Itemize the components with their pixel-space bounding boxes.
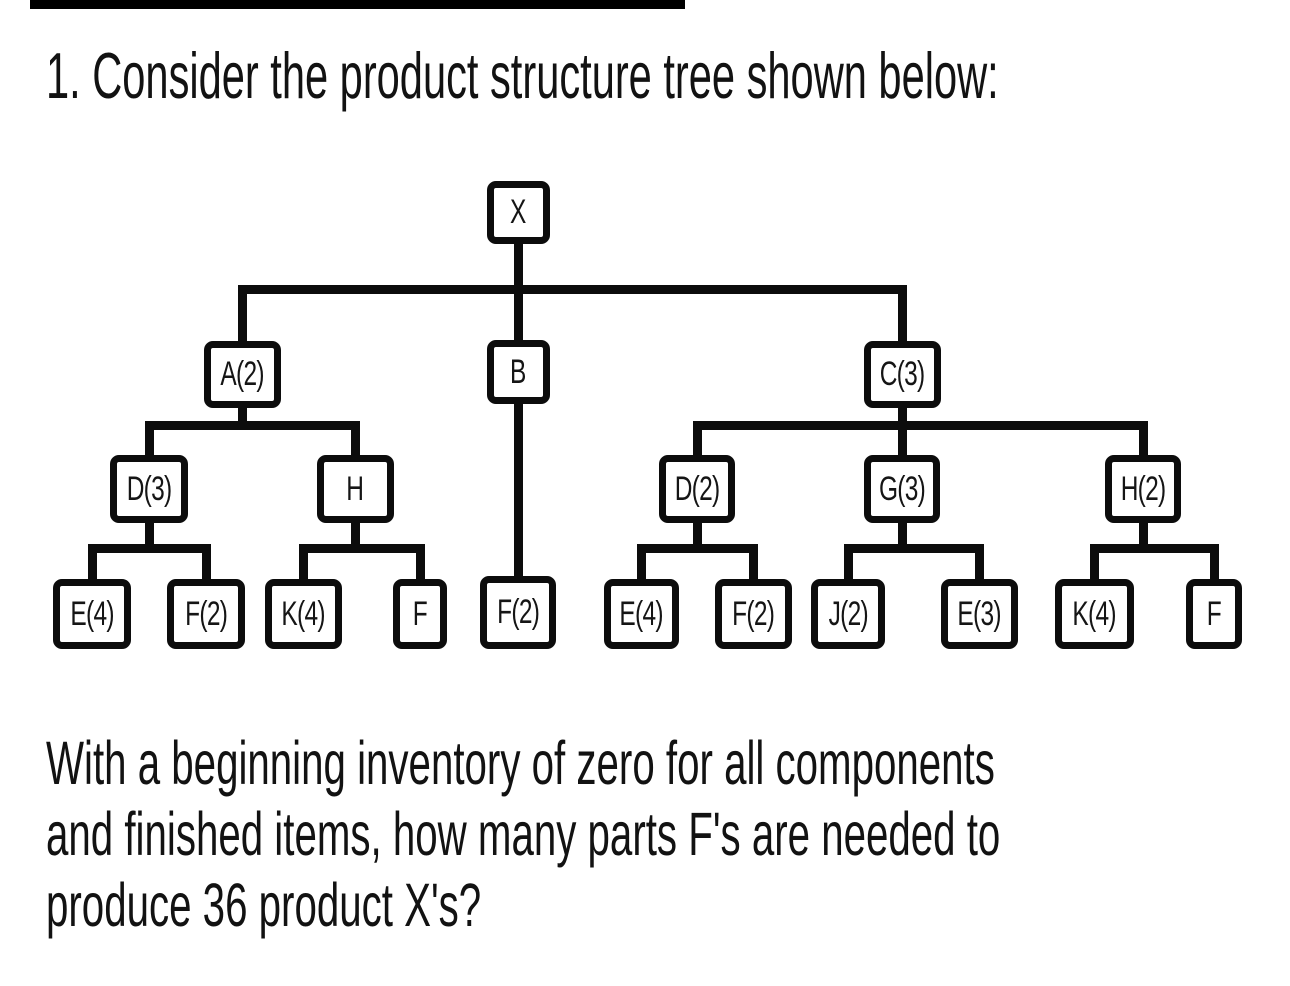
connector-line xyxy=(897,430,907,459)
tree-node-E4b: E(4) xyxy=(603,579,679,649)
tree-node-label: G(3) xyxy=(878,469,926,508)
tree-node-label: D(3) xyxy=(126,469,172,508)
tree-node-E3: E(3) xyxy=(940,579,1018,649)
connector-bar xyxy=(843,544,984,553)
connector-line xyxy=(237,405,247,430)
tree-node-label: D(2) xyxy=(674,469,720,508)
connector-line xyxy=(974,553,984,583)
tree-node-H1: H xyxy=(316,455,394,523)
connector-bar xyxy=(237,285,907,294)
connector-bar xyxy=(87,544,211,553)
tree-node-Fb: F xyxy=(1186,579,1242,649)
tree-node-label: H(2) xyxy=(1120,469,1166,508)
tree-node-label: F xyxy=(1206,594,1222,633)
tree-node-label: A(2) xyxy=(220,355,264,393)
connector-line xyxy=(350,520,360,553)
tree-node-label: J(2) xyxy=(828,594,868,633)
question-line-3: produce 36 product X's? xyxy=(46,871,482,939)
tree-node-label: F xyxy=(412,594,428,633)
question-line-2: and finished items, how many parts F's a… xyxy=(46,800,1001,868)
tree-node-label: F(2) xyxy=(184,594,228,633)
tree-node-X: X xyxy=(486,181,550,244)
tree-node-K4b: K(4) xyxy=(1054,579,1134,649)
connector-line xyxy=(897,294,907,345)
tree-node-label: B xyxy=(510,352,526,391)
connector-line xyxy=(350,430,360,459)
connector-line xyxy=(87,553,97,583)
question-text: With a beginning inventory of zero for a… xyxy=(46,728,1000,941)
tree-node-C: C(3) xyxy=(863,341,941,408)
tree-node-label: E(4) xyxy=(70,594,114,633)
tree-node-D2: D(2) xyxy=(659,455,735,523)
connector-line xyxy=(1138,520,1148,553)
connector-bar xyxy=(298,544,425,553)
scan-artifact-bar xyxy=(30,0,685,9)
question-line-1: With a beginning inventory of zero for a… xyxy=(46,729,995,797)
tree-node-A: A(2) xyxy=(203,341,281,408)
tree-node-G3: G(3) xyxy=(864,455,940,523)
connector-line xyxy=(415,553,425,583)
tree-node-E4a: E(4) xyxy=(53,579,131,649)
connector-line xyxy=(843,553,853,583)
tree-node-D3: D(3) xyxy=(110,455,188,523)
connector-line xyxy=(513,241,523,294)
connector-line xyxy=(1138,430,1148,459)
tree-node-label: C(3) xyxy=(879,355,925,393)
connector-line xyxy=(1209,553,1219,583)
connector-line xyxy=(513,401,523,579)
connector-bar xyxy=(1089,544,1219,553)
tree-node-label: K(4) xyxy=(281,594,325,633)
tree-node-B: B xyxy=(486,340,550,404)
connector-line xyxy=(748,553,758,583)
tree-node-F2c: F(2) xyxy=(714,579,792,649)
tree-node-J2: J(2) xyxy=(811,579,885,649)
connector-line xyxy=(897,405,907,430)
tree-node-F2b: F(2) xyxy=(480,576,556,649)
connector-bar xyxy=(144,421,360,430)
connector-line xyxy=(237,294,247,345)
problem-title: 1. Consider the product structure tree s… xyxy=(46,39,999,112)
connector-line xyxy=(513,294,523,344)
tree-node-label: E(3) xyxy=(957,594,1001,633)
tree-node-label: X xyxy=(510,193,526,231)
tree-node-H2: H(2) xyxy=(1105,455,1181,523)
tree-node-F2a: F(2) xyxy=(167,579,245,649)
connector-line xyxy=(144,520,154,553)
connector-line xyxy=(201,553,211,583)
connector-line xyxy=(298,553,308,583)
connector-bar xyxy=(636,544,758,553)
connector-line xyxy=(692,430,702,459)
connector-line xyxy=(897,520,907,553)
connector-line xyxy=(636,553,646,583)
connector-line xyxy=(144,430,154,459)
tree-node-Fa: F xyxy=(393,579,447,649)
tree-node-label: K(4) xyxy=(1072,594,1116,633)
connector-line xyxy=(692,520,702,553)
tree-node-label: H xyxy=(346,469,365,508)
connector-bar xyxy=(692,421,1148,430)
tree-node-K4a: K(4) xyxy=(264,579,342,649)
connector-line xyxy=(1089,553,1099,583)
tree-node-label: E(4) xyxy=(619,594,663,633)
tree-node-label: F(2) xyxy=(731,594,775,633)
tree-node-label: F(2) xyxy=(496,593,540,631)
